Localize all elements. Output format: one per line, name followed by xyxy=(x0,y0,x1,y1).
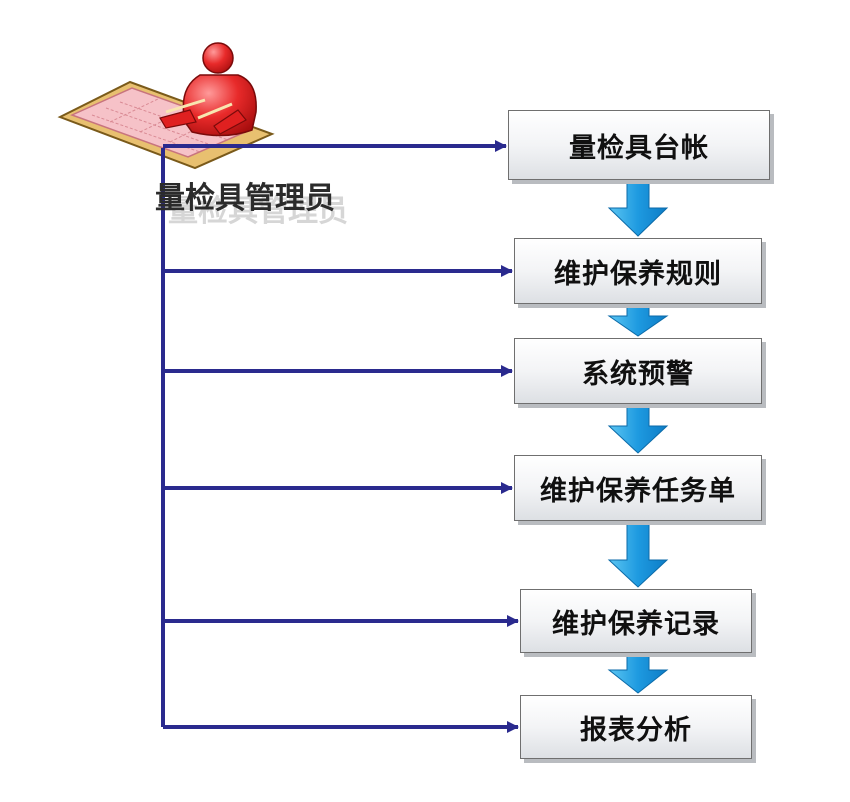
step-box-maintenance-record[interactable]: 维护保养记录 xyxy=(520,589,752,653)
manager-at-desk-icon xyxy=(57,42,275,170)
step-box-report-analysis[interactable]: 报表分析 xyxy=(520,695,752,759)
step-box-maintenance-task-order[interactable]: 维护保养任务单 xyxy=(514,455,762,521)
flow-arrow-down xyxy=(607,405,669,454)
step-box-maintenance-rules[interactable]: 维护保养规则 xyxy=(514,238,762,304)
flow-arrow-down xyxy=(607,305,669,337)
actor-label-shadow: 量检具管理员 xyxy=(168,194,348,229)
step-box-system-alert[interactable]: 系统预警 xyxy=(514,338,762,404)
flow-arrow-down xyxy=(607,654,669,694)
flow-arrow-down xyxy=(607,181,669,237)
step-box-gauge-ledger[interactable]: 量检具台帐 xyxy=(508,110,770,180)
actor-label: 量检具管理员 xyxy=(155,181,335,216)
flow-arrow-down xyxy=(607,522,669,588)
